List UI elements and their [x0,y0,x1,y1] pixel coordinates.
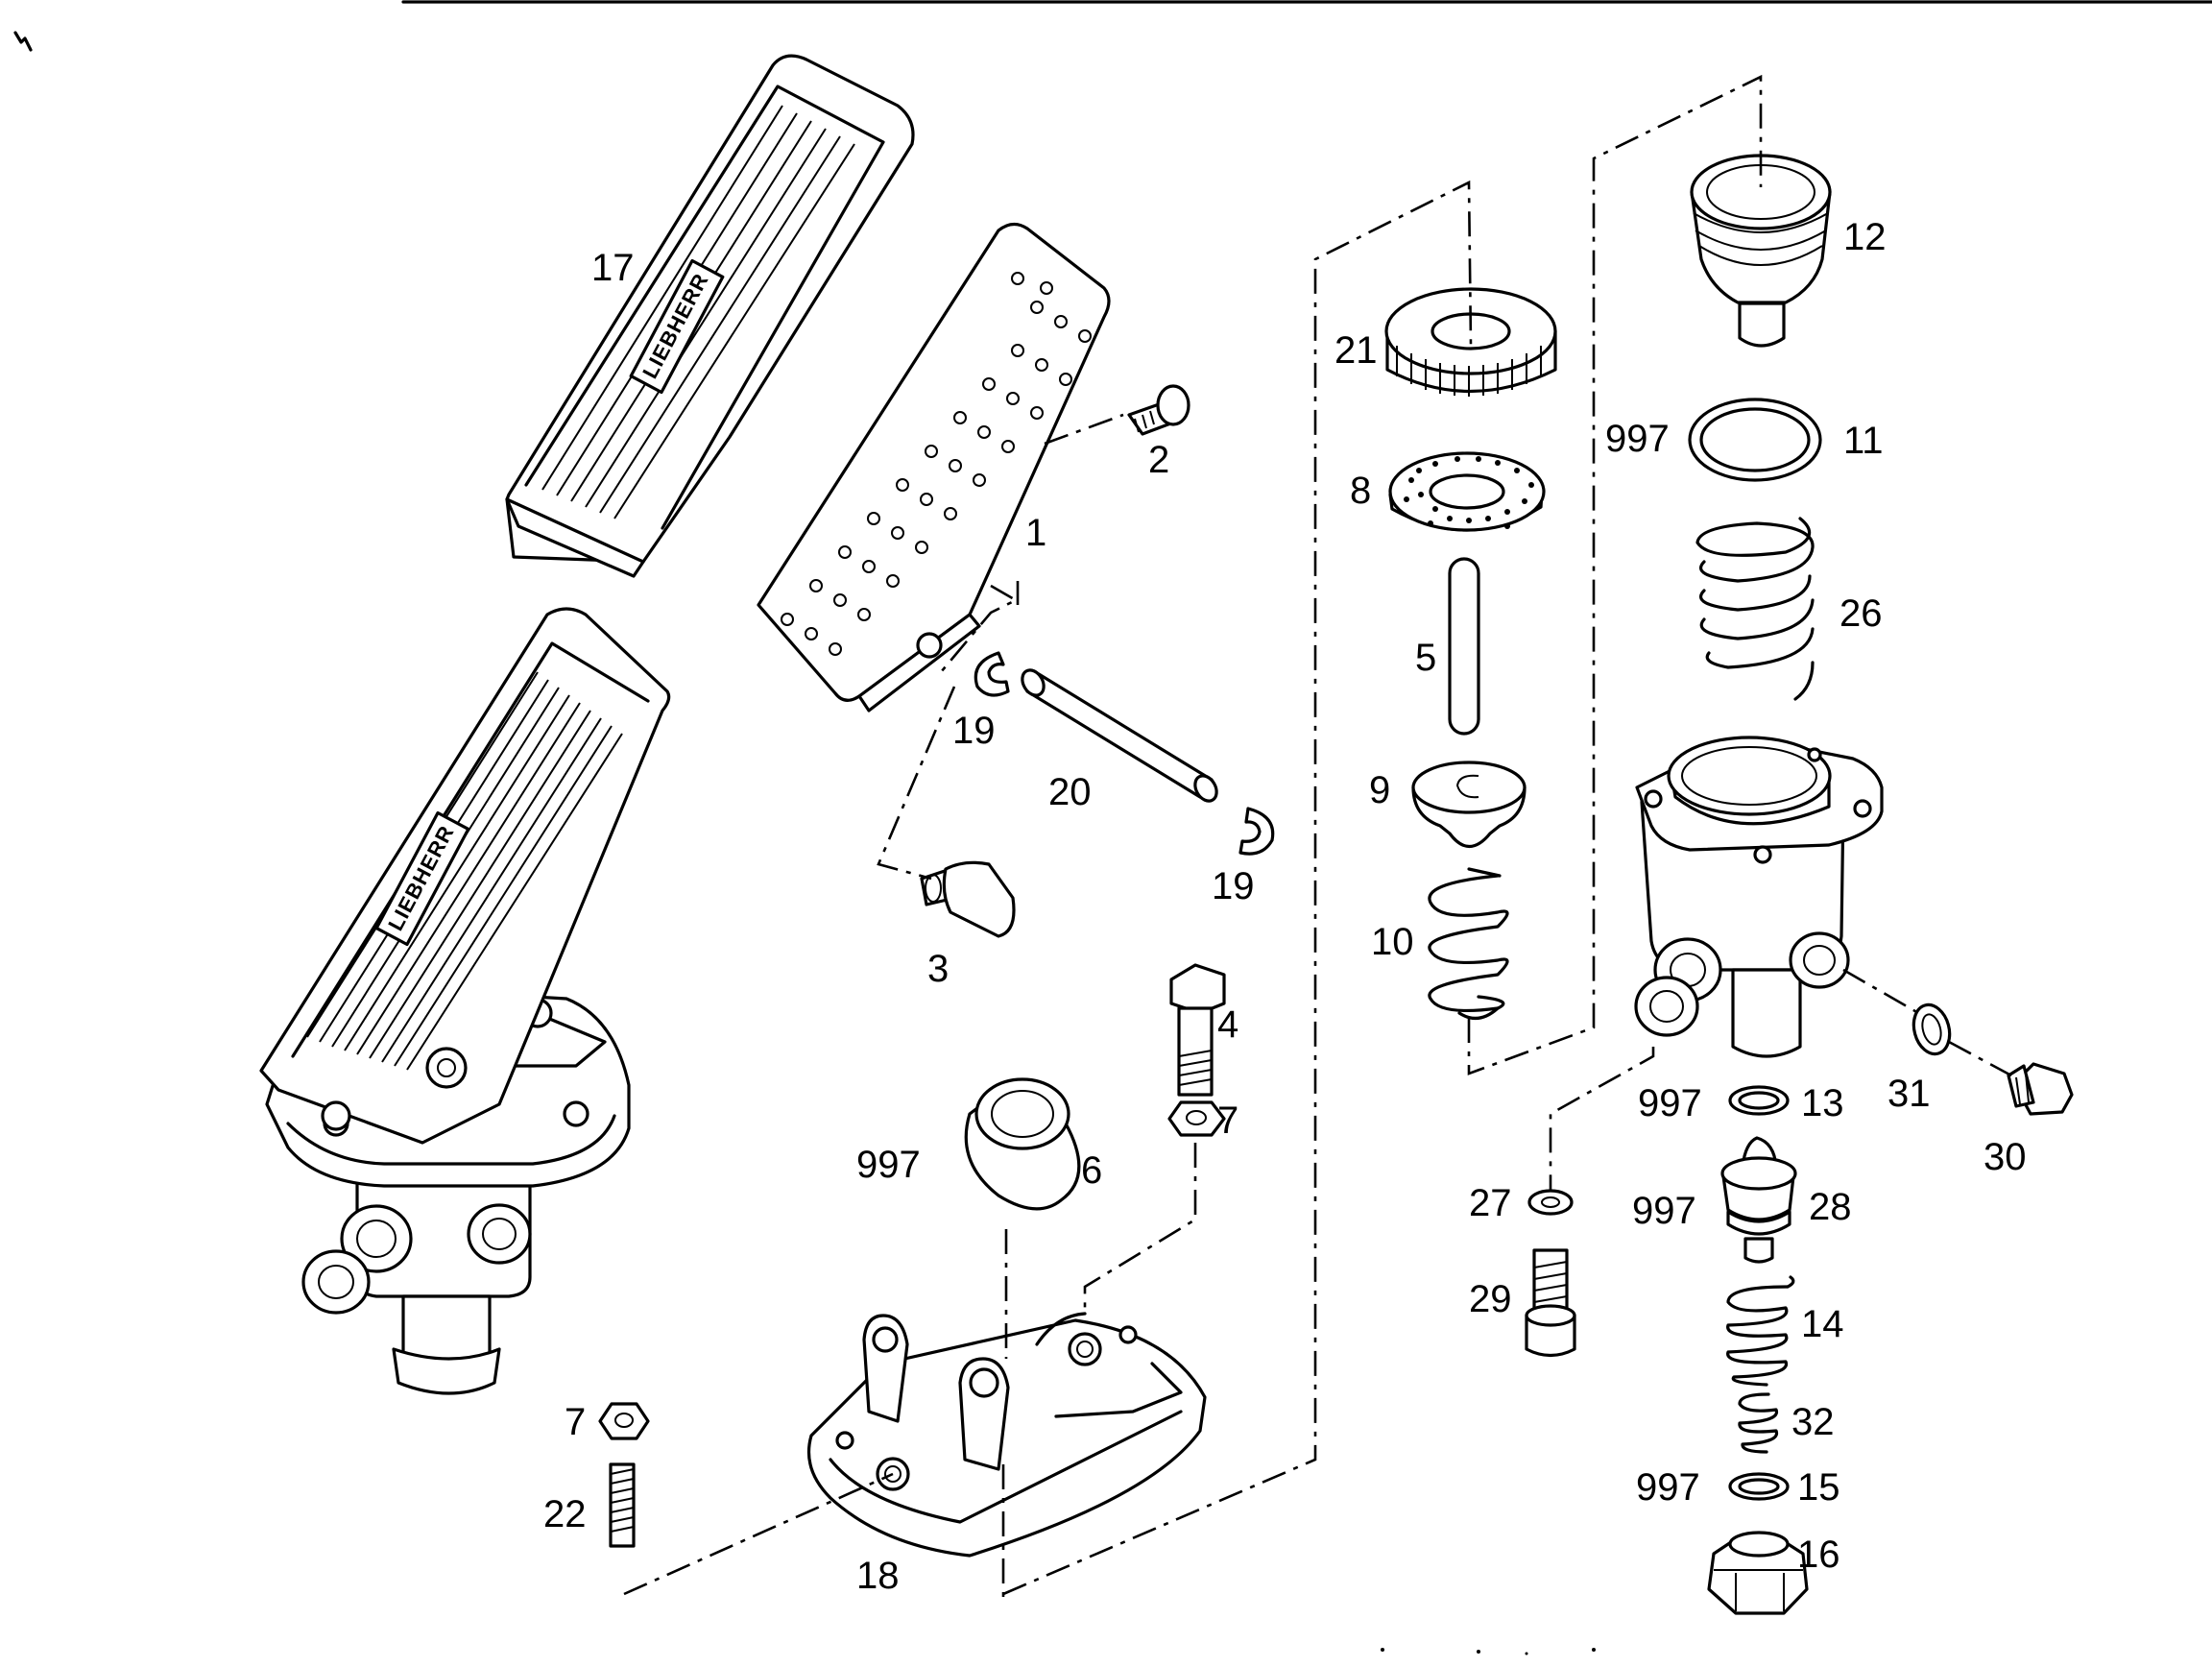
label-1: 1 [1025,512,1046,554]
part-4-bolt [1169,963,1226,1097]
part-6-rubber-boot [964,1077,1081,1211]
label-29: 29 [1469,1278,1512,1320]
label-5: 5 [1415,637,1436,679]
label-2: 2 [1148,439,1169,481]
label-30: 30 [1984,1136,2027,1178]
part-20-pivot-shaft [1021,668,1218,803]
label-11: 11 [1843,420,1884,462]
label-19-upper: 19 [952,710,996,752]
part-labels: 1 2 3 4 5 6 997 7 7 8 9 10 11 997 12 13 … [543,216,2027,1597]
part-32-small-spring [1738,1392,1779,1454]
label-3: 3 [927,948,949,990]
part-22-threaded-stud [609,1462,636,1548]
part-2-screw [1127,384,1190,436]
label-18: 18 [856,1555,900,1597]
label-14: 14 [1801,1303,1844,1345]
assembled-pedal-valve: LIEBHERR [259,607,671,1395]
label-19-lower: 19 [1212,865,1255,907]
part-7-nut-lower [598,1402,650,1440]
part-16-bottom-plug [1707,1531,1809,1615]
label-13: 13 [1801,1082,1844,1124]
label-16: 16 [1797,1534,1840,1576]
part-26-spring [1695,517,1815,701]
part-9-spring-seat [1411,761,1527,849]
part-28-valve-insert [1720,1136,1797,1264]
label-12: 12 [1843,216,1887,258]
label-15-997: 997 [1636,1466,1700,1509]
label-32: 32 [1791,1401,1835,1443]
part-29-cap-screw [1525,1248,1576,1358]
label-6: 6 [1081,1149,1102,1192]
scan-mark [13,31,33,52]
part-1-pedal-plate [757,222,1111,713]
part-5-pin [1448,557,1480,736]
part-27-washer [1527,1189,1574,1216]
part-7-nut-upper [1167,1100,1226,1137]
label-20: 20 [1048,771,1092,813]
label-13-997: 997 [1638,1082,1702,1124]
part-14-spring [1726,1275,1795,1387]
assembly-lines [623,74,2012,1604]
part-13-o-ring [1728,1085,1790,1116]
label-9: 9 [1369,769,1390,811]
part-15-o-ring [1728,1472,1790,1501]
label-7-upper: 7 [1217,1099,1238,1142]
part-8-dotted-washer [1388,451,1546,532]
part-30-plug [2007,1062,2074,1116]
label-6-997: 997 [856,1144,921,1186]
label-28: 28 [1809,1186,1852,1228]
label-11-997: 997 [1605,418,1670,460]
label-27: 27 [1469,1182,1512,1224]
label-4: 4 [1217,1003,1238,1046]
part-12-plunger [1690,154,1832,348]
label-21: 21 [1334,329,1378,372]
part-11-o-ring [1688,398,1822,482]
label-28-997: 997 [1632,1190,1696,1232]
label-26: 26 [1839,592,1883,635]
part-3-stop-bolt [920,860,1016,938]
part-21-knurled-ring [1384,287,1557,397]
label-15: 15 [1797,1466,1840,1509]
scan-specks [1381,1648,1596,1655]
label-31: 31 [1887,1073,1931,1115]
label-17: 17 [591,247,635,289]
valve-housing [1634,736,1884,1058]
part-31-washer [1911,1003,1952,1056]
label-8: 8 [1350,470,1371,512]
label-22: 22 [543,1493,587,1535]
part-17-pedal-cover: LIEBHERR [505,54,915,578]
part-18-base-plate [806,1312,1207,1558]
part-10-spring [1428,867,1509,1020]
label-7-lower: 7 [565,1401,586,1443]
label-10: 10 [1371,921,1414,963]
part-19-clip-lower [1238,807,1275,856]
part-19-clip-upper [974,651,1010,697]
